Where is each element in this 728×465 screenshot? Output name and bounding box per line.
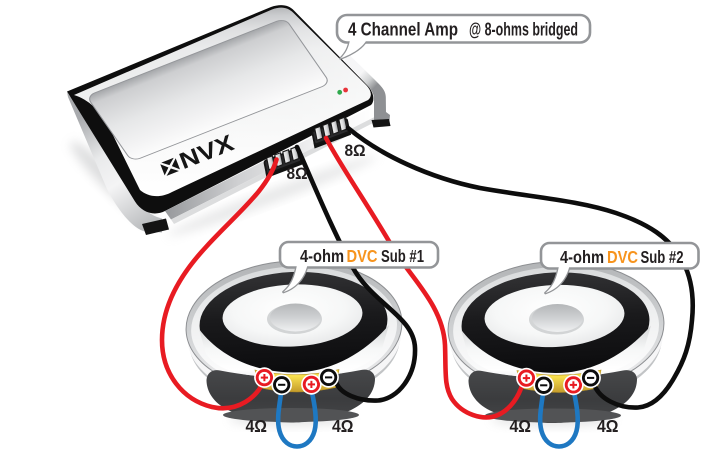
svg-text:4-ohm: 4-ohm xyxy=(300,246,344,266)
svg-text:4-ohm: 4-ohm xyxy=(560,247,604,267)
svg-text:Sub #2: Sub #2 xyxy=(641,247,684,267)
svg-text:Sub #1: Sub #1 xyxy=(381,246,424,266)
svg-text:4Ω: 4Ω xyxy=(332,416,354,436)
svg-text:DVC: DVC xyxy=(347,246,378,266)
svg-text:@ 8-ohms bridged: @ 8-ohms bridged xyxy=(469,19,578,40)
svg-text:8Ω: 8Ω xyxy=(345,142,366,160)
svg-text:8Ω: 8Ω xyxy=(287,165,308,183)
svg-text:4 Channel Amp: 4 Channel Amp xyxy=(348,19,458,40)
svg-text:4Ω: 4Ω xyxy=(597,416,619,436)
svg-text:4Ω: 4Ω xyxy=(510,416,532,436)
svg-text:4Ω: 4Ω xyxy=(246,416,268,436)
svg-text:DVC: DVC xyxy=(607,247,638,267)
